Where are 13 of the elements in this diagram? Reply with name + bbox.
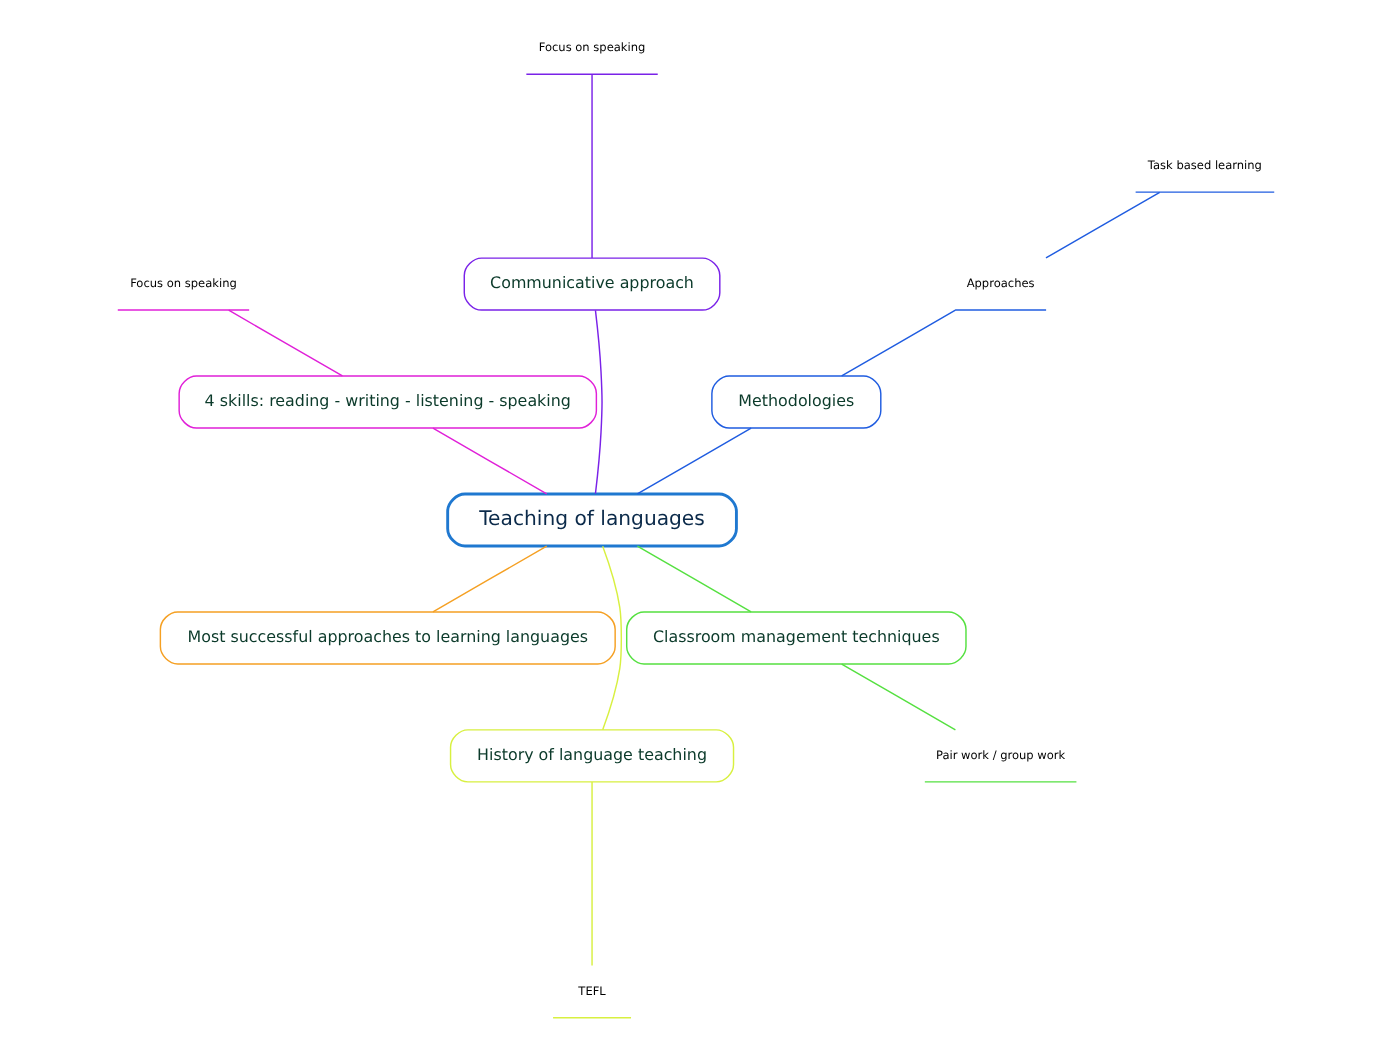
- connector: [591, 781, 593, 967]
- connector: [636, 427, 752, 495]
- connector: [227, 309, 344, 377]
- node-box: Teaching of languages: [446, 492, 738, 548]
- connector: [432, 427, 548, 495]
- connector: [594, 309, 603, 495]
- connector: [840, 663, 957, 731]
- connector: [591, 73, 593, 259]
- connector: [432, 545, 548, 613]
- connector: [602, 545, 623, 731]
- connector: [840, 309, 957, 377]
- connector: [636, 545, 752, 613]
- connector: [1045, 191, 1161, 259]
